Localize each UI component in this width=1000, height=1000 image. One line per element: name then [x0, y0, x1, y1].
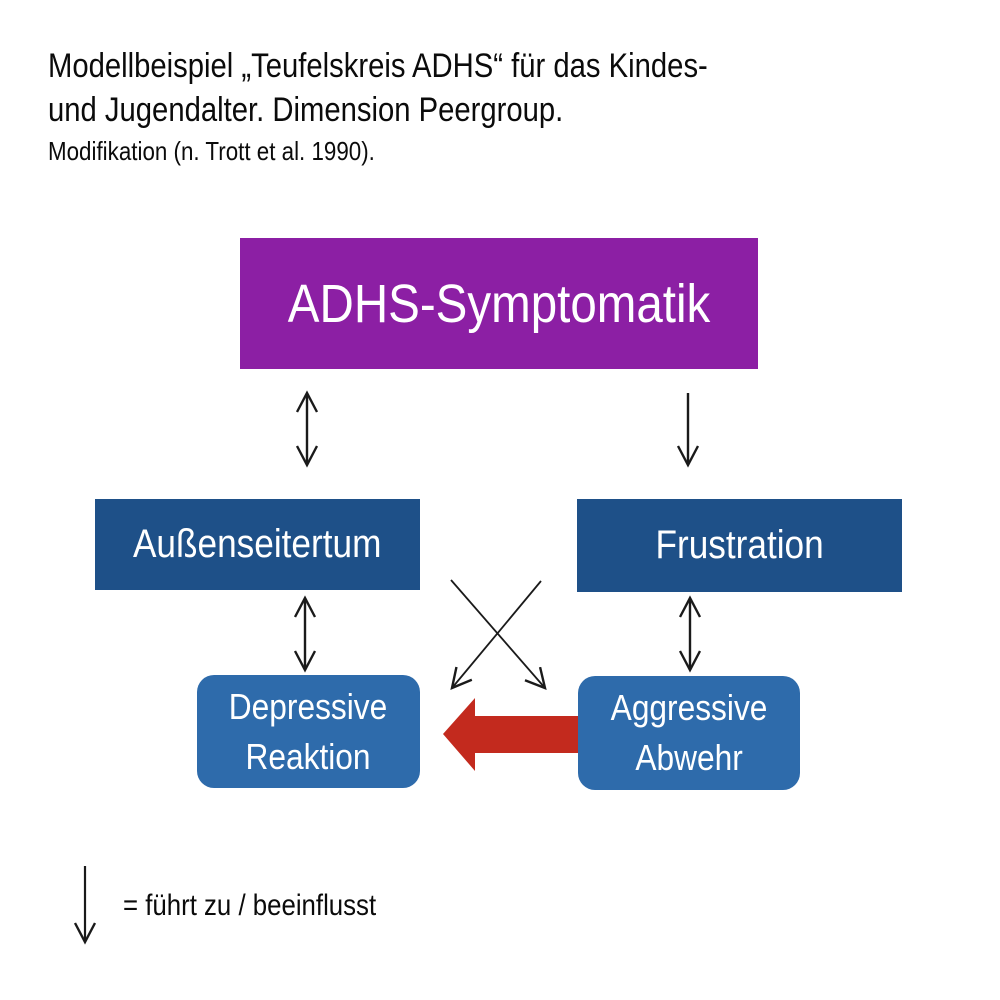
node-frustration-label: Frustration	[655, 523, 824, 567]
caption-line-1: Modellbeispiel „Teufelskreis ADHS“ für d…	[48, 47, 708, 85]
node-depressive-reaktion-label: Depressive Reaktion	[229, 685, 388, 777]
bidirectional-arrow-frustration-aggressive-icon	[676, 594, 704, 674]
node-depressive-reaktion: Depressive Reaktion	[197, 675, 420, 788]
legend-down-arrow-icon	[71, 866, 99, 948]
crossed-diagonal-arrows-icon	[450, 579, 565, 698]
node-aussenseitertum-label: Außenseitertum	[133, 522, 382, 566]
legend: = führt zu / beeinflusst	[71, 864, 417, 948]
figure-caption: Modellbeispiel „Teufelskreis ADHS“ für d…	[48, 44, 815, 168]
caption-line-2: und Jugendalter. Dimension Peergroup.	[48, 91, 564, 129]
node-aggressive-abwehr-label: Aggressive Abwehr	[610, 687, 768, 778]
down-arrow-adhs-frustration-icon	[674, 393, 702, 469]
node-aussenseitertum: Außenseitertum	[95, 499, 420, 590]
bidirectional-arrow-aussenseitertum-depressive-icon	[291, 594, 319, 674]
node-adhs-symptomatik: ADHS-Symptomatik	[240, 238, 758, 369]
node-adhs-symptomatik-label: ADHS-Symptomatik	[287, 273, 711, 334]
red-left-arrow-icon	[443, 698, 578, 771]
node-frustration: Frustration	[577, 499, 902, 592]
legend-label: = führt zu / beeinflusst	[123, 889, 377, 922]
bidirectional-arrow-adhs-aussenseitertum-icon	[293, 389, 321, 469]
node-aggressive-abwehr: Aggressive Abwehr	[578, 676, 800, 790]
caption-source: Modifikation (n. Trott et al. 1990).	[48, 136, 375, 166]
